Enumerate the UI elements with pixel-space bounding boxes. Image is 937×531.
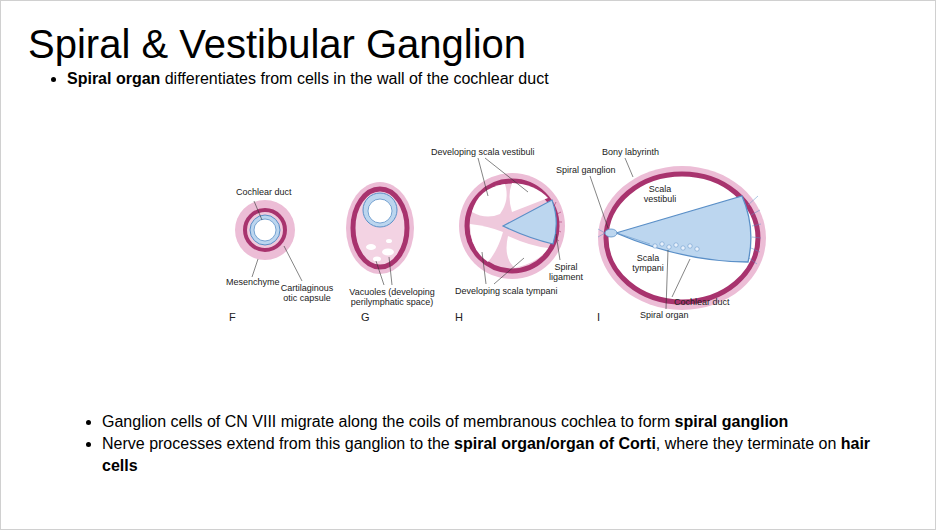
part-label: Spiral ganglion <box>556 165 636 175</box>
key-term: Spiral organ <box>67 70 160 87</box>
part-label: Scala tympani <box>626 253 670 273</box>
bullet-text: , where they terminate on <box>656 435 837 452</box>
leader-lines <box>252 158 690 309</box>
bullet-list: Spiral organ differentiates from cells in… <box>45 68 937 90</box>
part-label: Vacuoles (developing perilymphatic space… <box>343 287 441 307</box>
part-label: Spiral organ <box>640 310 710 320</box>
stage-f-figure <box>235 200 295 260</box>
panel-letter: I <box>597 311 609 323</box>
key-term: spiral ganglion <box>675 413 789 430</box>
stage-g-figure <box>346 182 414 274</box>
part-label: Cochlear duct <box>674 297 744 307</box>
part-label: Developing scala vestibuli <box>431 147 561 157</box>
bullet-item: Ganglion cells of CN VIII migrate along … <box>102 411 892 433</box>
stage-i-figure <box>598 166 766 310</box>
part-label: Cartilaginous otic capsule <box>276 283 338 303</box>
bullet-list: Ganglion cells of CN VIII migrate along … <box>80 411 892 477</box>
bullet-text: differentiates from cells in the wall of… <box>165 70 549 87</box>
bullet-text: Ganglion cells of CN VIII migrate along … <box>102 413 670 430</box>
panel-letter: G <box>361 311 373 323</box>
part-label: Developing scala tympani <box>455 286 575 296</box>
part-label: Scala vestibuli <box>638 184 682 204</box>
slide-title: Spiral & Vestibular Ganglion <box>28 20 526 68</box>
key-term: spiral organ/organ of Corti <box>454 435 656 452</box>
part-label: Spiral ligament <box>545 262 587 282</box>
bullet-text: Nerve processes extend from this ganglio… <box>102 435 450 452</box>
stage-h-figure <box>459 173 565 279</box>
part-label: Bony labyrinth <box>602 147 682 157</box>
spiral-ganglion-mass <box>605 229 617 237</box>
bullet-item: Spiral organ differentiates from cells in… <box>67 68 937 90</box>
part-label: Cochlear duct <box>236 187 296 197</box>
bullet-item: Nerve processes extend from this ganglio… <box>102 433 892 477</box>
panel-letter: H <box>455 311 467 323</box>
part-label: Mesenchyme <box>226 277 286 287</box>
panel-letter: F <box>229 311 241 323</box>
